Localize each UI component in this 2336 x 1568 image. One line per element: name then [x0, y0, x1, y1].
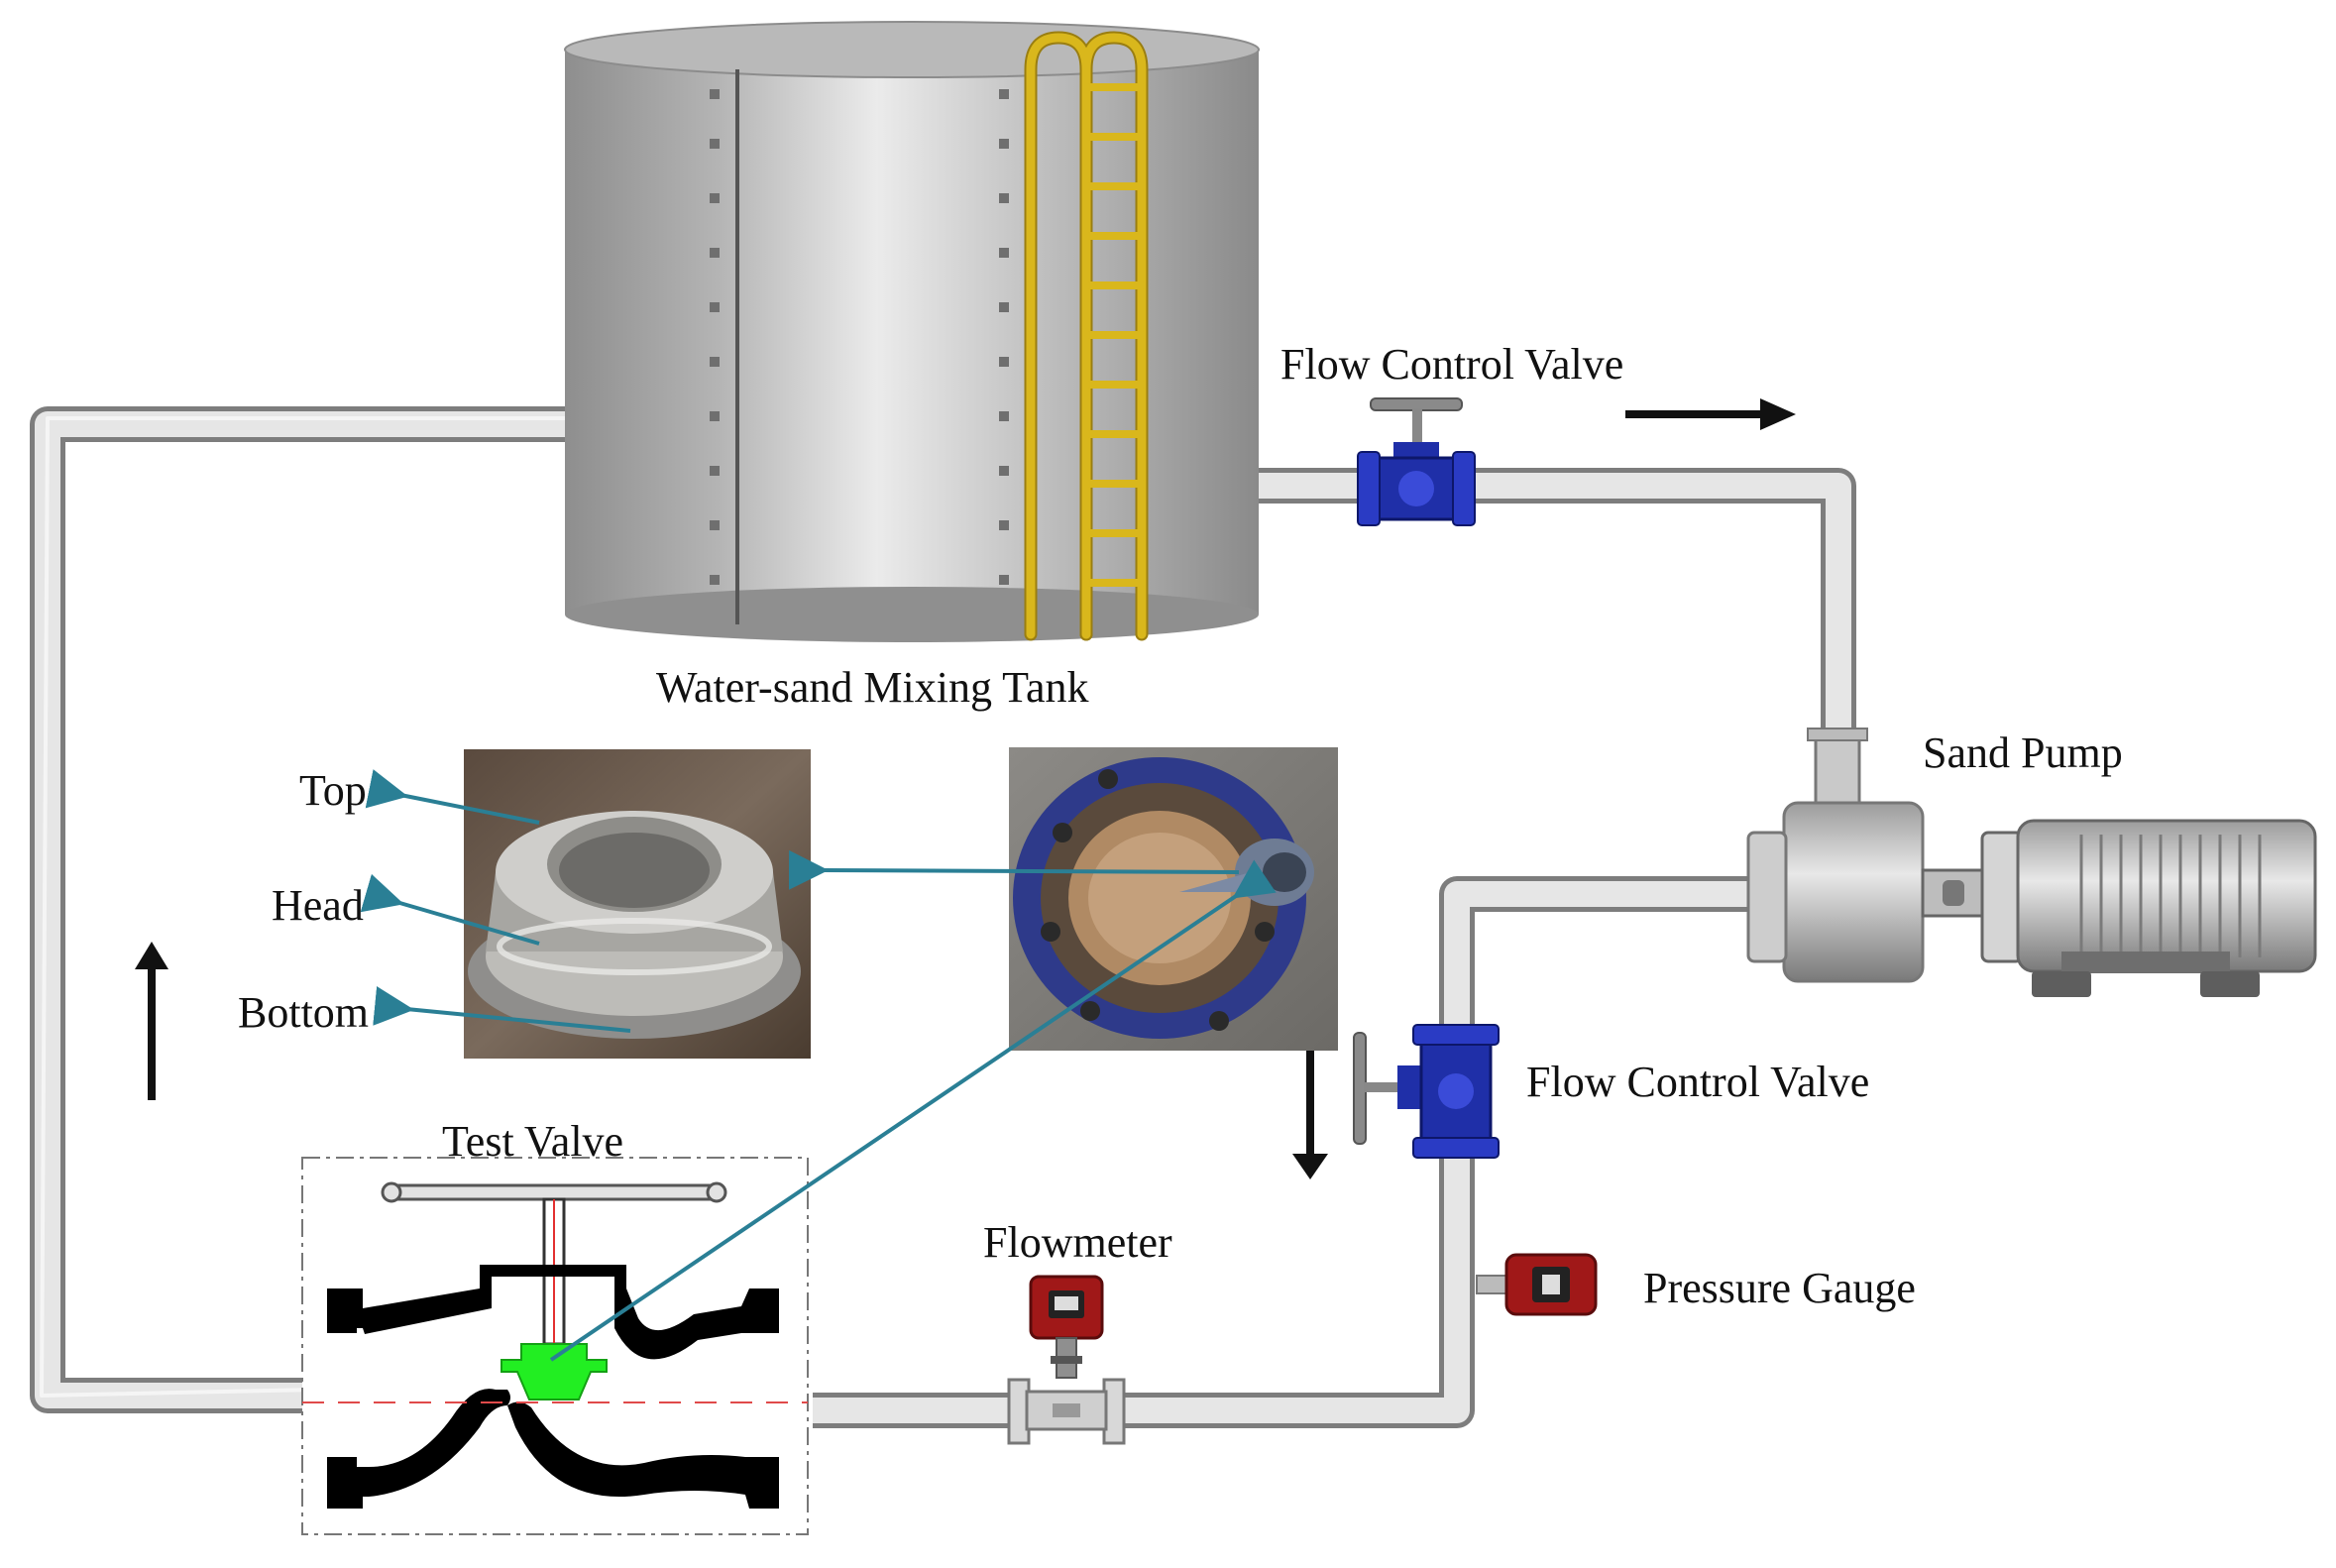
- test-valve-schematic: [301, 1157, 809, 1535]
- water-sand-mixing-tank: [564, 21, 1260, 642]
- tank-ladder: [1024, 31, 1149, 641]
- flow-control-valve-top: [1357, 397, 1476, 526]
- flow-direction-arrow-right: [1625, 398, 1796, 430]
- valve-core-photo: [464, 749, 811, 1059]
- pressure-gauge: [1476, 1253, 1598, 1316]
- tank-label: Water-sand Mixing Tank: [656, 663, 1089, 712]
- flow-control-valve-right-label: Flow Control Valve: [1526, 1058, 1870, 1106]
- bottom-callout-arrow: [373, 985, 631, 1033]
- flow-control-valve-top-label: Flow Control Valve: [1280, 340, 1624, 389]
- photo-link-arrow: [788, 849, 1240, 890]
- sand-pump: [1746, 728, 2317, 997]
- pressure-gauge-label: Pressure Gauge: [1643, 1264, 1916, 1312]
- flow-direction-arrow-up: [135, 942, 168, 1100]
- flow-control-valve-right: [1353, 1024, 1500, 1159]
- callout-arrows: [360, 769, 1277, 1362]
- bottom-label: Bottom: [238, 988, 370, 1037]
- top-callout-arrow: [365, 769, 540, 825]
- valve-core: [501, 1343, 608, 1400]
- top-label: Top: [299, 766, 367, 815]
- head-label: Head: [272, 881, 364, 930]
- test-valve-flange-photo: [1009, 747, 1338, 1051]
- core-link-arrow: [549, 859, 1277, 1362]
- flow-direction-arrow-down: [1292, 1051, 1328, 1179]
- flowmeter: [1007, 1275, 1126, 1445]
- test-valve-label: Test Valve: [442, 1117, 624, 1166]
- sand-pump-label: Sand Pump: [1923, 728, 2123, 777]
- head-callout-arrow: [360, 873, 540, 946]
- flowmeter-label: Flowmeter: [983, 1218, 1172, 1267]
